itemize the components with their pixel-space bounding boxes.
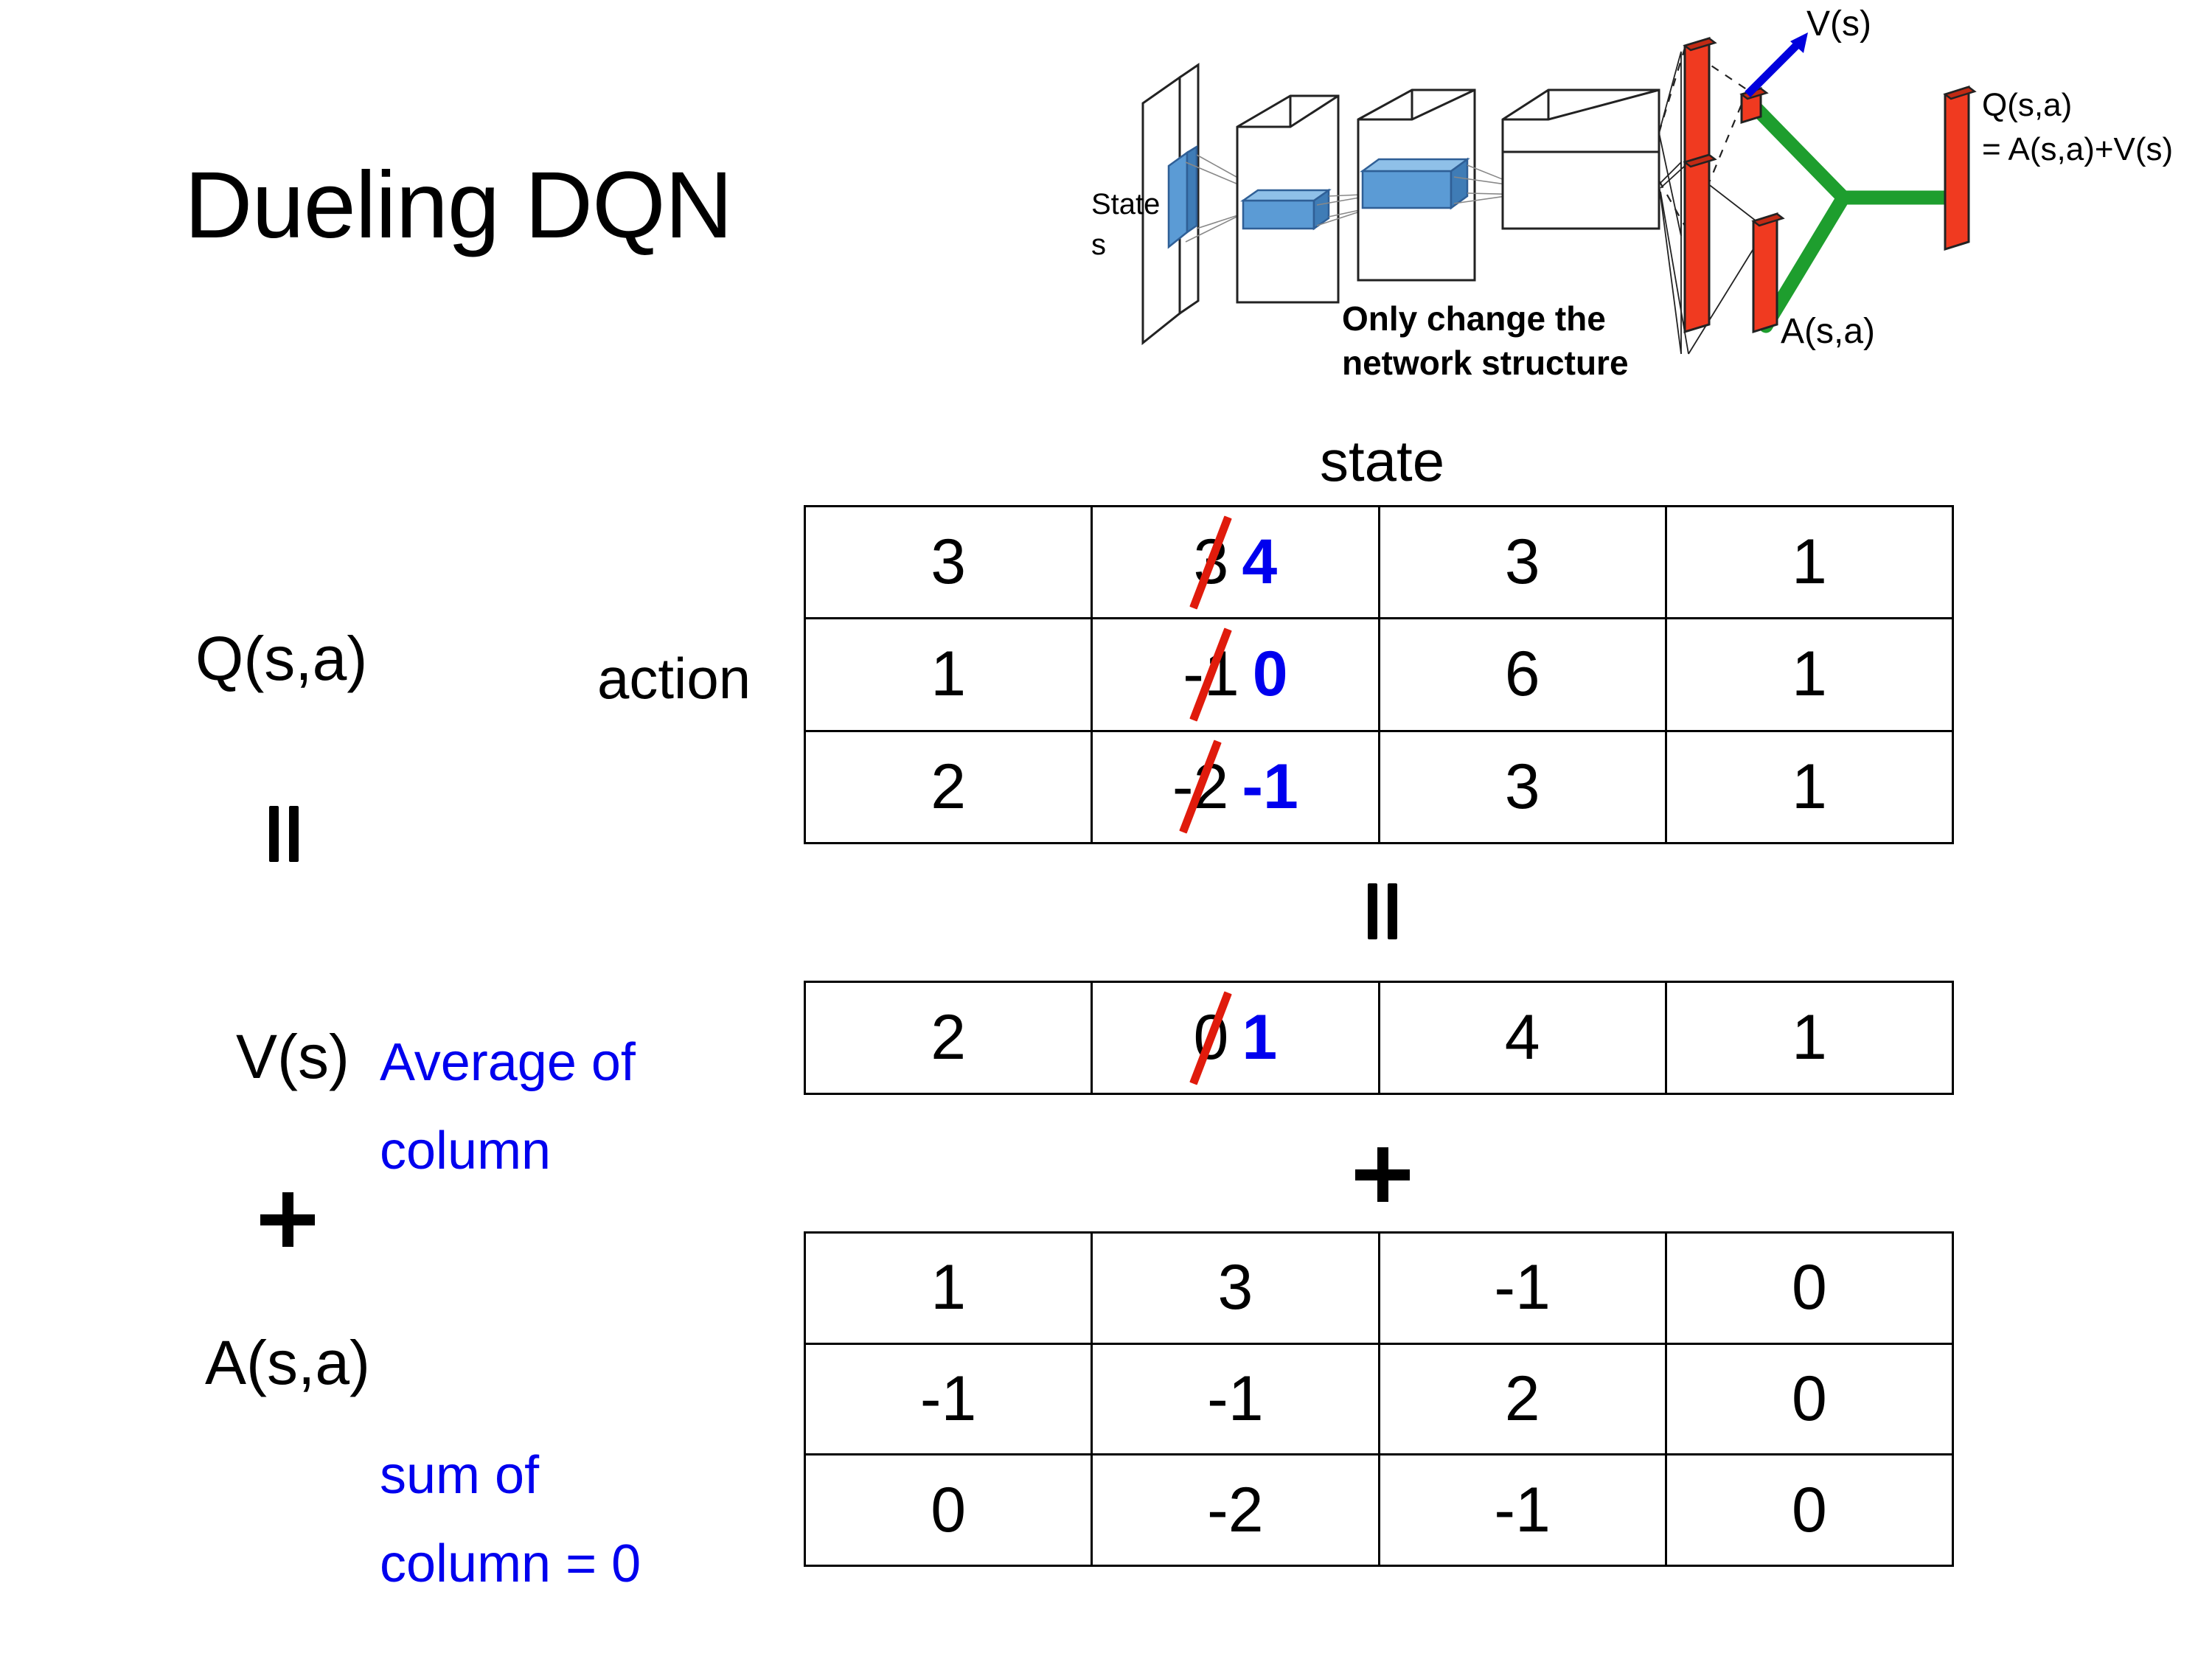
equals-sign-q-decomposition [269, 806, 299, 862]
a-cell-r2c2: -1 [1377, 1453, 1667, 1567]
table-row: 0 -2 -1 0 [803, 1453, 1955, 1567]
q-cell-r2c1: -2 -1 [1091, 729, 1380, 845]
network-q-output-label-line1: Q(s,a) [1982, 87, 2073, 123]
a-cell-r2c0: 0 [803, 1453, 1093, 1567]
a-cell-r1c1: -1 [1091, 1342, 1380, 1456]
dueling-network-diagram: State s Only change the network structur… [1091, 4, 2205, 413]
struck-old-value: 3 [1189, 515, 1233, 610]
table-row: 2 -2 -1 3 1 [803, 729, 1955, 845]
q-value-table: 3 3 4 3 1 1 -1 0 6 1 2 [803, 504, 1955, 845]
a-cell-r1c0: -1 [803, 1342, 1093, 1456]
q-cell-r0c2: 3 [1377, 504, 1667, 620]
network-note-line2: network structure [1342, 344, 1629, 382]
note-average-of-line2: column [380, 1121, 552, 1180]
struck-old-value: -1 [1183, 627, 1239, 722]
network-svg [1141, 32, 1977, 355]
q-cell-r1c2: 6 [1377, 617, 1667, 732]
a-cell-r0c0: 1 [803, 1231, 1093, 1345]
q-cell-r0c1: 3 4 [1091, 504, 1380, 620]
plus-sign-middle [1355, 1147, 1410, 1202]
new-value: 4 [1242, 526, 1278, 598]
a-cell-r1c3: 0 [1664, 1342, 1955, 1456]
v-cell-c2: 4 [1377, 981, 1667, 1095]
table-row: 1 3 -1 0 [803, 1231, 1955, 1345]
advantage-value-table: 1 3 -1 0 -1 -1 2 0 0 -2 -1 0 [803, 1231, 1955, 1567]
table-row: 1 -1 0 6 1 [803, 617, 1955, 732]
label-v-function: V(s) [236, 1022, 349, 1091]
new-value: -1 [1242, 751, 1298, 822]
network-q-output-label-line2: = A(s,a)+V(s) [1982, 131, 2174, 167]
a-cell-r2c3: 0 [1664, 1453, 1955, 1567]
note-sum-of-line2: column = 0 [380, 1534, 641, 1593]
equals-sign-middle [1368, 883, 1397, 939]
q-cell-r0c0: 3 [803, 504, 1093, 620]
table-row: -1 -1 2 0 [803, 1342, 1955, 1456]
label-a-function: A(s,a) [205, 1328, 371, 1397]
note-average-of-line1: Average of [380, 1033, 636, 1092]
label-q-function: Q(s,a) [195, 624, 368, 693]
plus-sign-left [260, 1192, 315, 1247]
struck-old-value: 0 [1189, 990, 1233, 1085]
a-cell-r2c1: -2 [1091, 1453, 1380, 1567]
a-cell-r1c2: 2 [1377, 1342, 1667, 1456]
a-cell-r0c1: 3 [1091, 1231, 1380, 1345]
axis-label-action: action [597, 646, 751, 711]
q-cell-r2c2: 3 [1377, 729, 1667, 845]
new-value: 1 [1242, 1002, 1278, 1073]
table-row: 3 3 4 3 1 [803, 504, 1955, 620]
network-input-label-state: State [1091, 188, 1161, 220]
network-value-output-label: V(s) [1806, 4, 1871, 44]
network-input-label-s: s [1091, 229, 1106, 261]
v-cell-c3: 1 [1664, 981, 1955, 1095]
network-note-line1: Only change the [1342, 299, 1606, 338]
network-advantage-output-label: A(s,a) [1781, 312, 1876, 351]
q-cell-r1c0: 1 [803, 617, 1093, 732]
q-cell-r2c0: 2 [803, 729, 1093, 845]
table-row: 2 0 1 4 1 [803, 981, 1955, 1095]
struck-old-value: -2 [1172, 740, 1228, 834]
v-value-table: 2 0 1 4 1 [803, 981, 1955, 1095]
page-title: Dueling DQN [184, 153, 733, 258]
q-cell-r1c3: 1 [1664, 617, 1955, 732]
v-cell-c1: 0 1 [1091, 981, 1380, 1095]
v-cell-c0: 2 [803, 981, 1093, 1095]
note-sum-of-line1: sum of [380, 1446, 540, 1505]
q-cell-r1c1: -1 0 [1091, 617, 1380, 732]
q-cell-r0c3: 1 [1664, 504, 1955, 620]
a-cell-r0c2: -1 [1377, 1231, 1667, 1345]
q-cell-r2c3: 1 [1664, 729, 1955, 845]
a-cell-r0c3: 0 [1664, 1231, 1955, 1345]
new-value: 0 [1252, 639, 1288, 710]
axis-label-state: state [1320, 428, 1445, 493]
